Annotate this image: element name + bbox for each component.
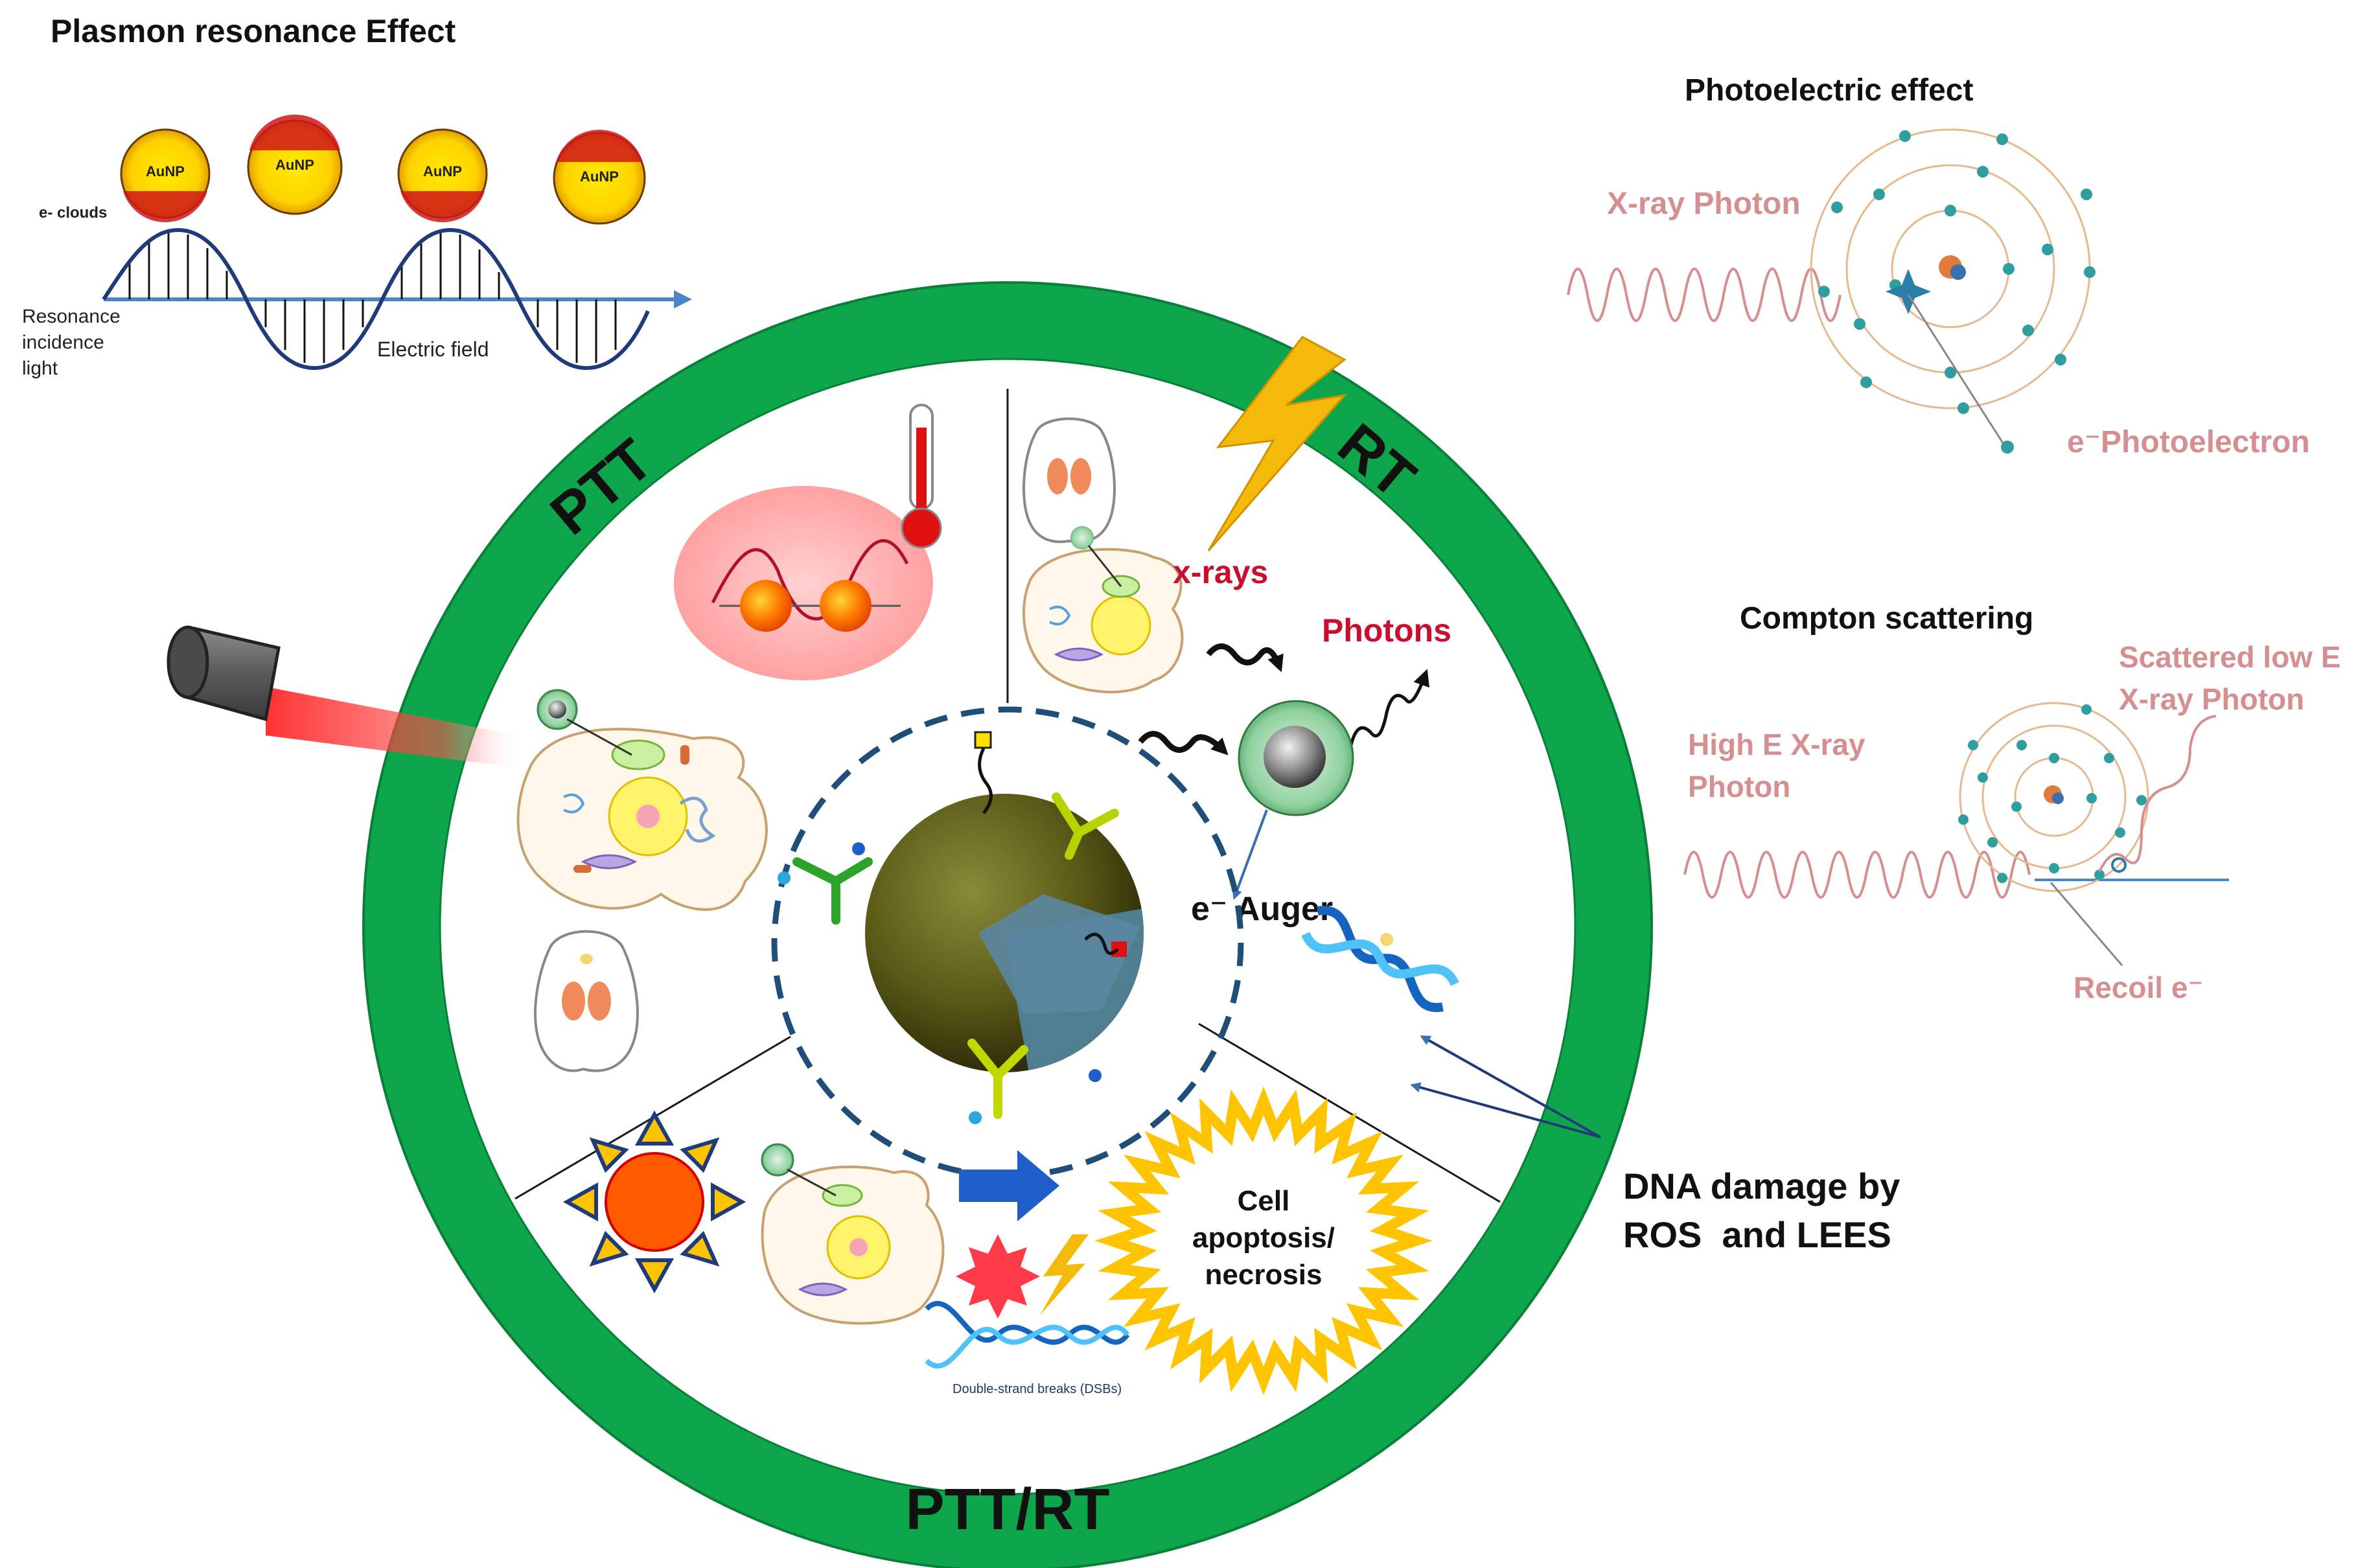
aunp-particle-2: AuNP xyxy=(247,114,343,215)
antibody-ligand-top-right xyxy=(1052,792,1119,860)
svg-text:AuNP: AuNP xyxy=(146,163,185,179)
xray-photon-wave xyxy=(1567,268,1842,322)
cell-icon-rt xyxy=(1022,548,1184,694)
scattered-label-2: X-ray Photon xyxy=(2119,682,2304,716)
dsb-label: Double-strand breaks (DSBs) xyxy=(953,1382,1122,1396)
mouse-icon-rt xyxy=(1022,417,1116,544)
dna-helix-icon xyxy=(1301,906,1459,1012)
nanoparticle-icon-rt xyxy=(1238,700,1354,816)
aunp-particle-3: AuNP xyxy=(397,128,488,223)
field-wave xyxy=(102,227,650,371)
small-lightning-icon xyxy=(1040,1234,1089,1315)
hot-nanoparticle-1 xyxy=(740,580,792,632)
incoming-photon-1 xyxy=(1206,643,1284,673)
auger-arrow xyxy=(1232,809,1268,900)
cell-death-label-1: Cell xyxy=(1238,1185,1290,1217)
divider-right xyxy=(1198,1022,1501,1203)
targeting-boundary xyxy=(771,706,1244,1179)
aunp-particle-4: AuNP xyxy=(553,130,646,225)
compton-title: Compton scattering xyxy=(1740,601,2033,636)
antibody-ligand-bottom xyxy=(967,1039,1028,1119)
plasmon-resonance-panel: Plasmon resonance Effect xyxy=(22,13,692,379)
photoelectron-path xyxy=(1907,294,2007,448)
sun-icon xyxy=(562,1110,746,1294)
mouse-icon xyxy=(534,930,639,1072)
arrow-right-icon xyxy=(959,1150,1059,1221)
hot-nanoparticle-2 xyxy=(820,580,872,632)
nanoparticle-icon xyxy=(865,794,1144,1072)
atom-photoelectric xyxy=(1810,128,2096,454)
high-e-label-2: Photon xyxy=(1688,770,1790,803)
cell-death-label-2: apoptosis/ xyxy=(1192,1222,1335,1254)
atom-compton xyxy=(1958,702,2217,966)
ptt-rt-label: PTT/RT xyxy=(906,1477,1110,1542)
svg-text:AuNP: AuNP xyxy=(580,168,619,185)
thermometer-icon xyxy=(901,404,942,549)
dna-damage-label-1: DNA damage by xyxy=(1623,1166,1900,1206)
photoelectron-label: e⁻Photoelectron xyxy=(2067,425,2310,459)
compton-panel: Compton scattering Scattered low E X-ray… xyxy=(1683,601,2341,1004)
burst-icon xyxy=(956,1234,1040,1319)
xray-photon-label: X-ray Photon xyxy=(1607,187,1801,221)
cell-icon xyxy=(516,728,768,911)
field-vectors xyxy=(128,232,617,363)
svg-text:AuNP: AuNP xyxy=(275,157,314,173)
svg-text:AuNP: AuNP xyxy=(423,163,462,179)
photoelectric-title: Photoelectric effect xyxy=(1685,73,1973,108)
auger-label: e⁻ Auger xyxy=(1191,890,1333,928)
therapy-wheel: PTT RT PTT/RT xyxy=(167,281,1653,1568)
photoelectric-panel: Photoelectric effect X-ray Photon e⁻Phot… xyxy=(1567,73,2310,459)
laser-icon xyxy=(167,625,518,768)
ejection-star xyxy=(1886,269,1931,314)
high-e-label-1: High E X-ray xyxy=(1688,728,1865,761)
ligand-yellow xyxy=(974,731,992,749)
incoming-photon-2 xyxy=(1138,731,1229,755)
lightning-icon xyxy=(1207,336,1347,551)
heated-nanoparticle-zone xyxy=(674,486,933,680)
cell-death-label-3: necrosis xyxy=(1205,1259,1322,1291)
dsb-dna-icon xyxy=(925,1300,1130,1369)
plasmon-title: Plasmon resonance Effect xyxy=(51,13,456,49)
resonance-label-3: light xyxy=(22,358,58,379)
aunp-particle-1: AuNP xyxy=(120,128,211,223)
recoil-label: Recoil e⁻ xyxy=(2073,971,2204,1004)
ligand-red xyxy=(1111,941,1127,957)
dna-damage-callout: DNA damage by ROS and LEES xyxy=(1623,1166,1900,1255)
resonance-label-1: Resonance xyxy=(22,306,121,327)
electric-field-label: Electric field xyxy=(377,338,489,361)
recoil-path xyxy=(2050,882,2123,966)
cell-icon-bottom xyxy=(761,1165,945,1325)
resonance-label-2: incidence xyxy=(22,332,104,353)
scattered-photon-wave xyxy=(2098,715,2217,872)
field-axis-arrow xyxy=(674,290,692,308)
cell-death-starburst: Cell apoptosis/ necrosis xyxy=(1094,1086,1433,1396)
compton-incident-wave xyxy=(1683,851,2031,899)
e-clouds-label: e- clouds xyxy=(39,204,107,222)
antibody-ligand-left xyxy=(792,857,873,925)
xrays-label: x-rays xyxy=(1173,554,1268,590)
scattered-label-1: Scattered low E xyxy=(2119,640,2341,674)
outgoing-photon xyxy=(1349,669,1430,746)
dna-damage-label-2: ROS and LEES xyxy=(1623,1214,1891,1255)
photons-label: Photons xyxy=(1322,612,1451,649)
